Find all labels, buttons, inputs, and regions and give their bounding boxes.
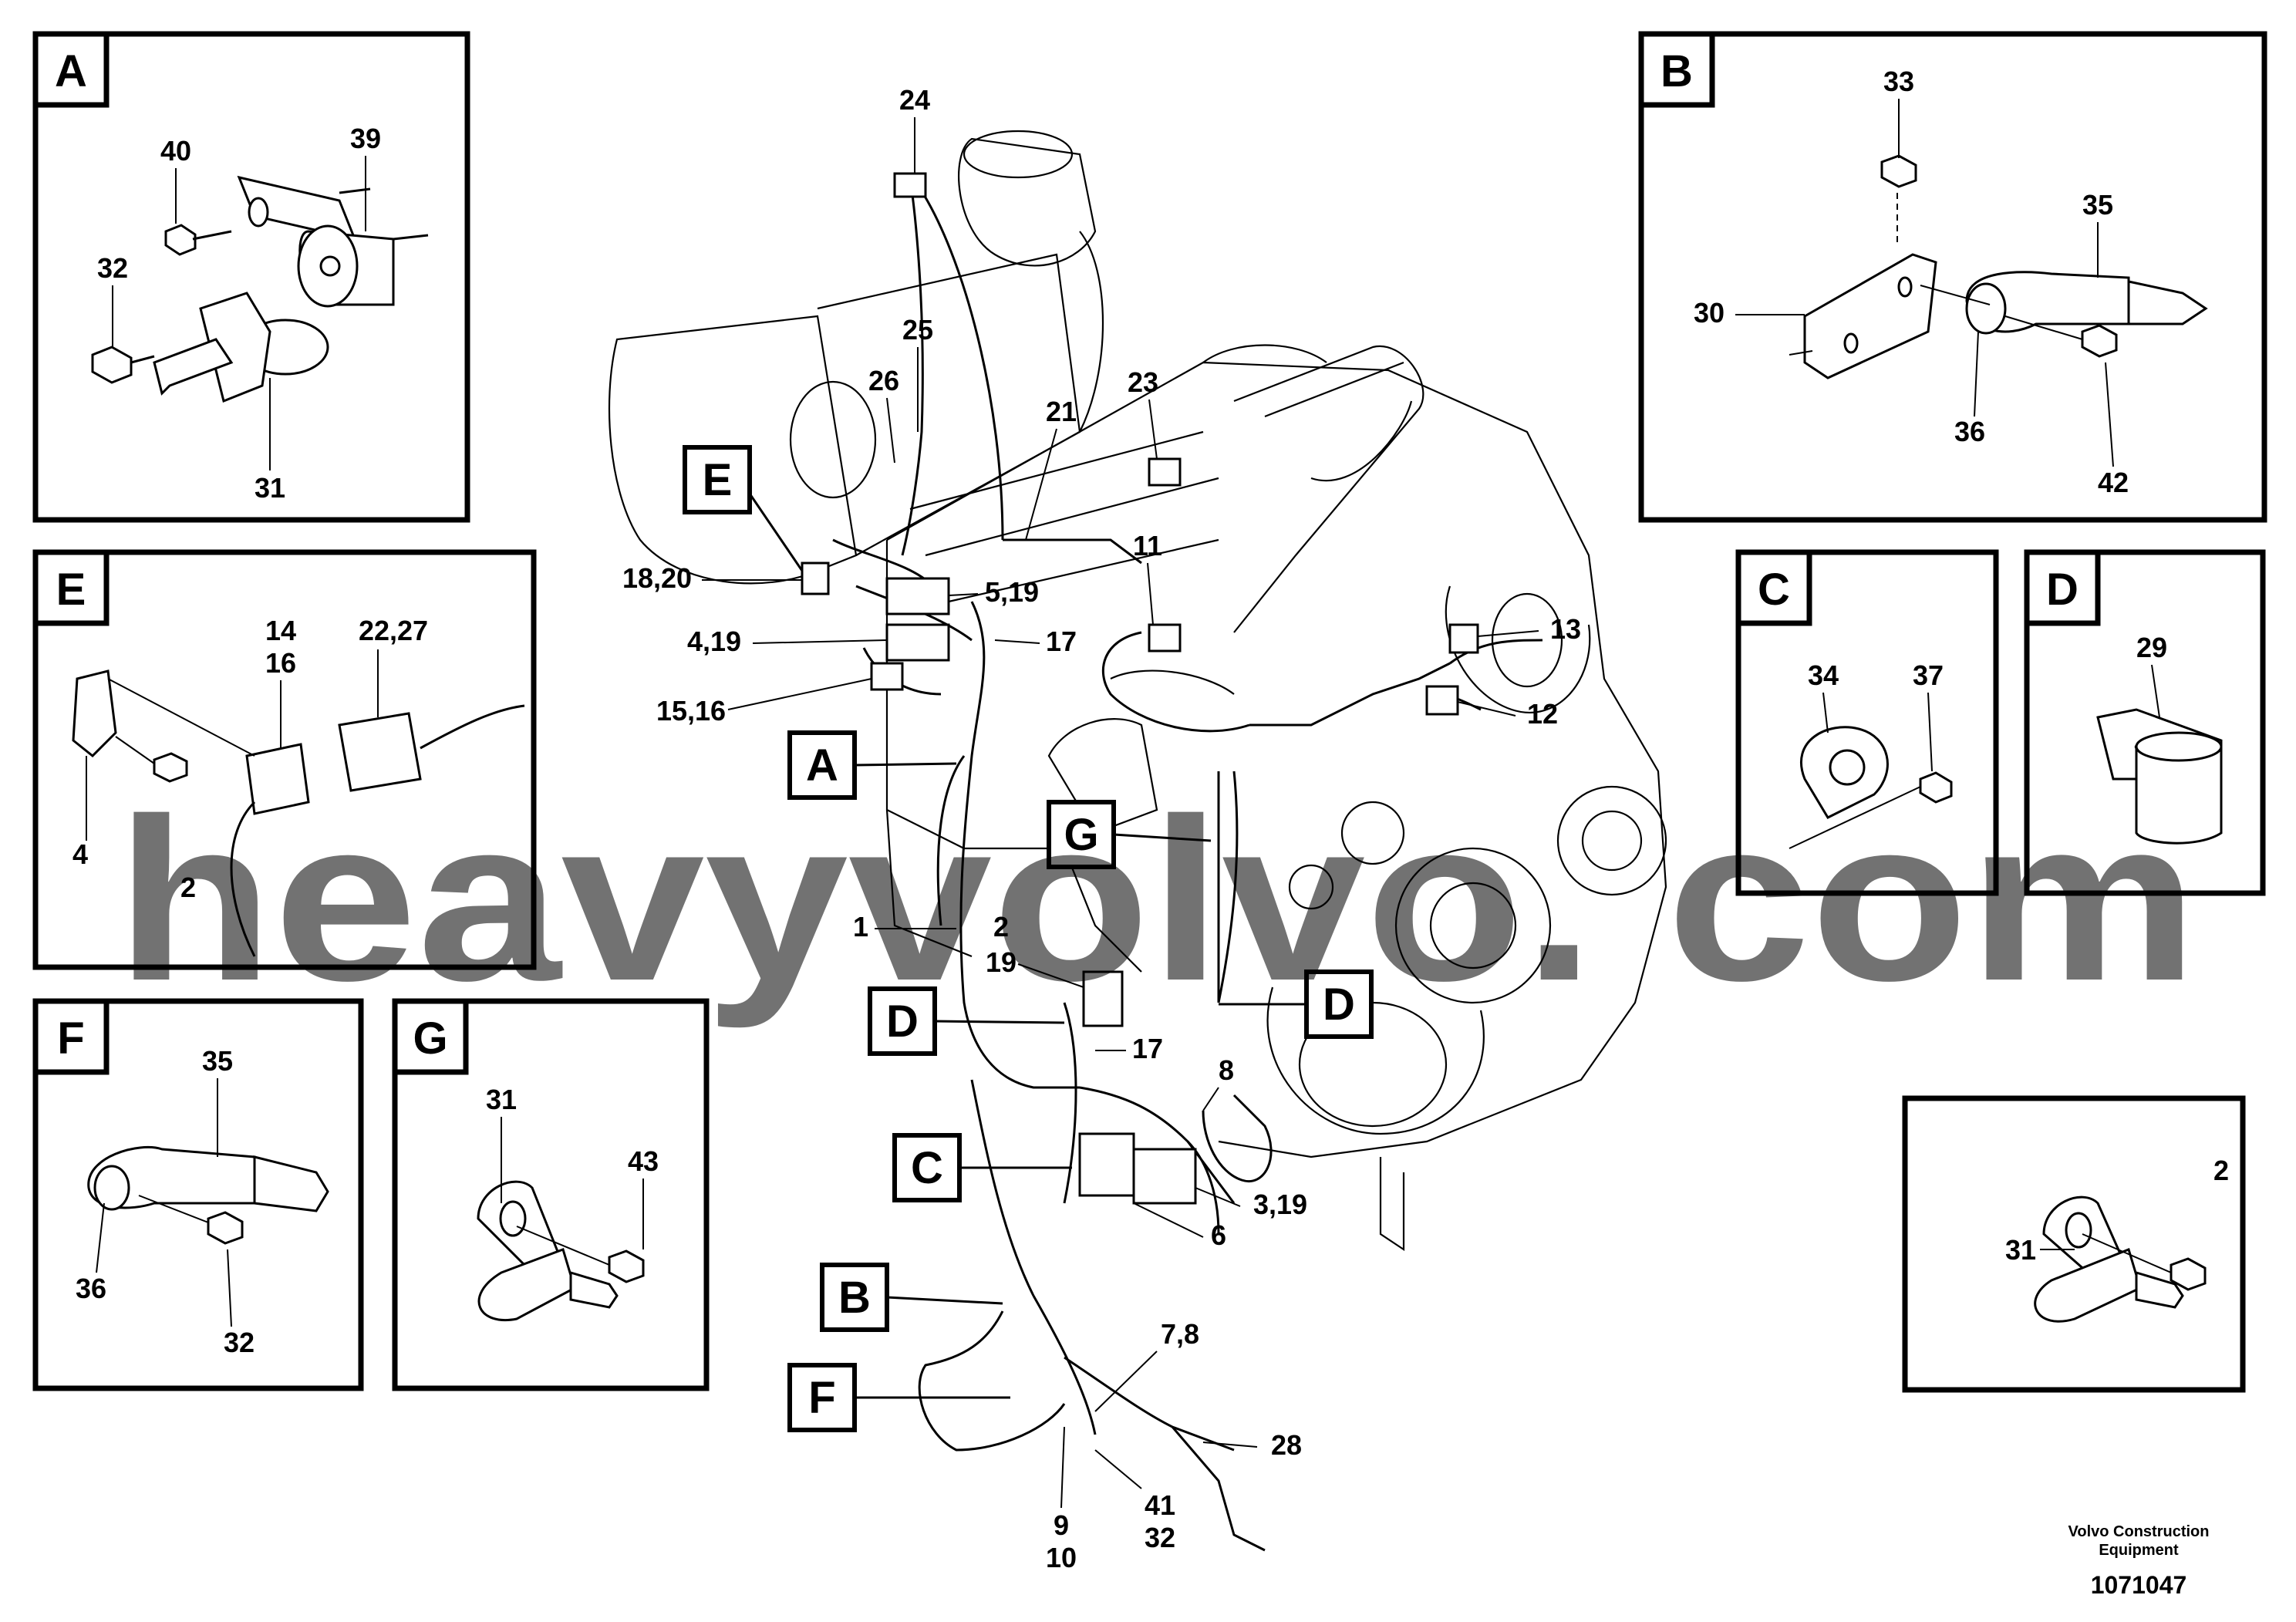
watermark-text: heavyvolvo. com — [116, 770, 2198, 1030]
svg-text:D: D — [886, 996, 919, 1047]
callout-label: 2 — [993, 911, 1009, 943]
callout-label: 14 — [265, 615, 296, 646]
callout-label: 4 — [72, 838, 88, 870]
svg-text:D: D — [1323, 980, 1355, 1030]
tag-b: B — [820, 1263, 1003, 1332]
detail-d-callouts: 29 — [2136, 632, 2167, 718]
svg-text:A: A — [806, 740, 838, 791]
detail-panel-e: E 14 16 22,27 4 2 — [32, 549, 537, 970]
detail-f-callouts: 35 36 32 — [76, 1045, 255, 1358]
detail-c-letter: C — [1758, 565, 1790, 615]
callout-label: 2 — [180, 872, 196, 903]
tag-g: G — [1047, 800, 1212, 869]
callout-label: 26 — [868, 365, 899, 396]
detail-panel-b: B 33 35 30 36 42 — [1638, 31, 2267, 523]
tag-d-right: D — [1219, 969, 1374, 1039]
callout-label: 33 — [1883, 66, 1914, 97]
detail-b-callouts: 33 35 30 36 42 — [1694, 66, 2129, 498]
callout-label: 11 — [1133, 530, 1162, 561]
tag-c: C — [892, 1133, 1072, 1202]
callout-label: 13 — [1550, 613, 1581, 645]
callout-label: 22,27 — [359, 615, 428, 646]
callout-label: 10 — [1046, 1542, 1077, 1573]
callout-label: 6 — [1211, 1219, 1226, 1251]
detail-panel-a: A 40 39 32 31 — [32, 31, 470, 523]
callout-label: 32 — [1145, 1522, 1175, 1553]
callout-label: 18,20 — [622, 562, 692, 594]
tag-e: E — [683, 445, 804, 572]
detail-panel-bottom-right: 2 31 — [1902, 1095, 2246, 1393]
callout-label: 43 — [628, 1145, 659, 1177]
callout-label: 30 — [1694, 297, 1725, 329]
brand-line-2: Equipment — [2099, 1542, 2179, 1559]
svg-text:E: E — [703, 455, 733, 505]
detail-panel-c: C 34 37 — [1735, 549, 1999, 896]
detail-panel-g: G 31 43 — [392, 998, 710, 1391]
svg-text:B: B — [838, 1273, 871, 1323]
tag-d-left: D — [868, 986, 1065, 1056]
callout-label: 35 — [202, 1045, 233, 1077]
detail-a-letter: A — [55, 46, 87, 96]
callout-label: 31 — [255, 472, 285, 504]
tag-f: F — [787, 1363, 1010, 1432]
callout-label: 9 — [1054, 1509, 1069, 1541]
callout-label: 16 — [265, 647, 296, 679]
callout-label: 23 — [1128, 366, 1158, 398]
drawing-footer: Volvo Construction Equipment 1071047 — [2068, 1523, 2210, 1599]
callout-label: 17 — [1046, 626, 1077, 657]
callout-label: 29 — [2136, 632, 2167, 663]
callout-label: 36 — [76, 1273, 106, 1304]
callout-label: 24 — [899, 84, 930, 116]
callout-label: 34 — [1808, 659, 1839, 691]
detail-panel-f: F 35 36 32 — [32, 998, 364, 1391]
detail-panel-d: D 29 — [2024, 549, 2266, 896]
callout-label: 42 — [2098, 467, 2129, 498]
callout-label: 35 — [2082, 189, 2113, 221]
main-tags: E A G D D C B — [683, 445, 1374, 1432]
callout-label: 21 — [1046, 396, 1077, 427]
detail-g-letter: G — [413, 1013, 447, 1064]
tag-a: A — [787, 730, 957, 800]
callout-label: 32 — [97, 252, 128, 284]
detail-e-letter: E — [56, 565, 86, 615]
callout-label: 8 — [1219, 1054, 1234, 1086]
svg-text:F: F — [808, 1373, 835, 1423]
callout-label: 31 — [2005, 1234, 2036, 1266]
engine-assembly — [608, 130, 1667, 1252]
callout-label: 15,16 — [656, 695, 726, 727]
detail-f-letter: F — [57, 1013, 84, 1064]
wiring-harness — [801, 172, 1543, 1552]
drawing-number: 1071047 — [2091, 1571, 2187, 1599]
detail-g-callouts: 31 43 — [486, 1084, 659, 1249]
callout-label: 17 — [1132, 1033, 1163, 1064]
svg-text:C: C — [911, 1143, 943, 1193]
callout-label: 39 — [350, 123, 381, 154]
detail-c-callouts: 34 37 — [1808, 659, 1944, 772]
detail-a-callouts: 40 39 32 31 — [97, 123, 381, 504]
callout-label: 7,8 — [1161, 1318, 1199, 1350]
callout-label: 31 — [486, 1084, 517, 1115]
callout-label: 2 — [2213, 1155, 2229, 1186]
callout-label: 25 — [902, 314, 933, 346]
brand-line-1: Volvo Construction — [2068, 1523, 2210, 1540]
callout-label: 32 — [224, 1327, 255, 1358]
callout-label: 4,19 — [687, 626, 741, 657]
callout-label: 36 — [1954, 416, 1985, 447]
callout-label: 19 — [986, 946, 1017, 978]
callout-label: 28 — [1271, 1429, 1302, 1461]
svg-text:G: G — [1064, 810, 1098, 860]
detail-b-letter: B — [1660, 46, 1693, 96]
callout-label: 37 — [1913, 659, 1944, 691]
callout-label: 40 — [160, 135, 191, 167]
callout-label: 1 — [853, 911, 868, 943]
detail-bottom-right-callouts: 2 31 — [2005, 1155, 2229, 1266]
callout-label: 41 — [1145, 1489, 1175, 1521]
main-callouts: 24 25 26 21 23 11 13 12 18,20 5,19 4,19 … — [622, 84, 1581, 1573]
detail-d-letter: D — [2046, 565, 2079, 615]
callout-label: 12 — [1527, 698, 1558, 730]
callout-label: 3,19 — [1253, 1189, 1307, 1220]
detail-e-callouts: 14 16 22,27 4 2 — [72, 615, 428, 903]
callout-label: 5,19 — [985, 576, 1039, 608]
